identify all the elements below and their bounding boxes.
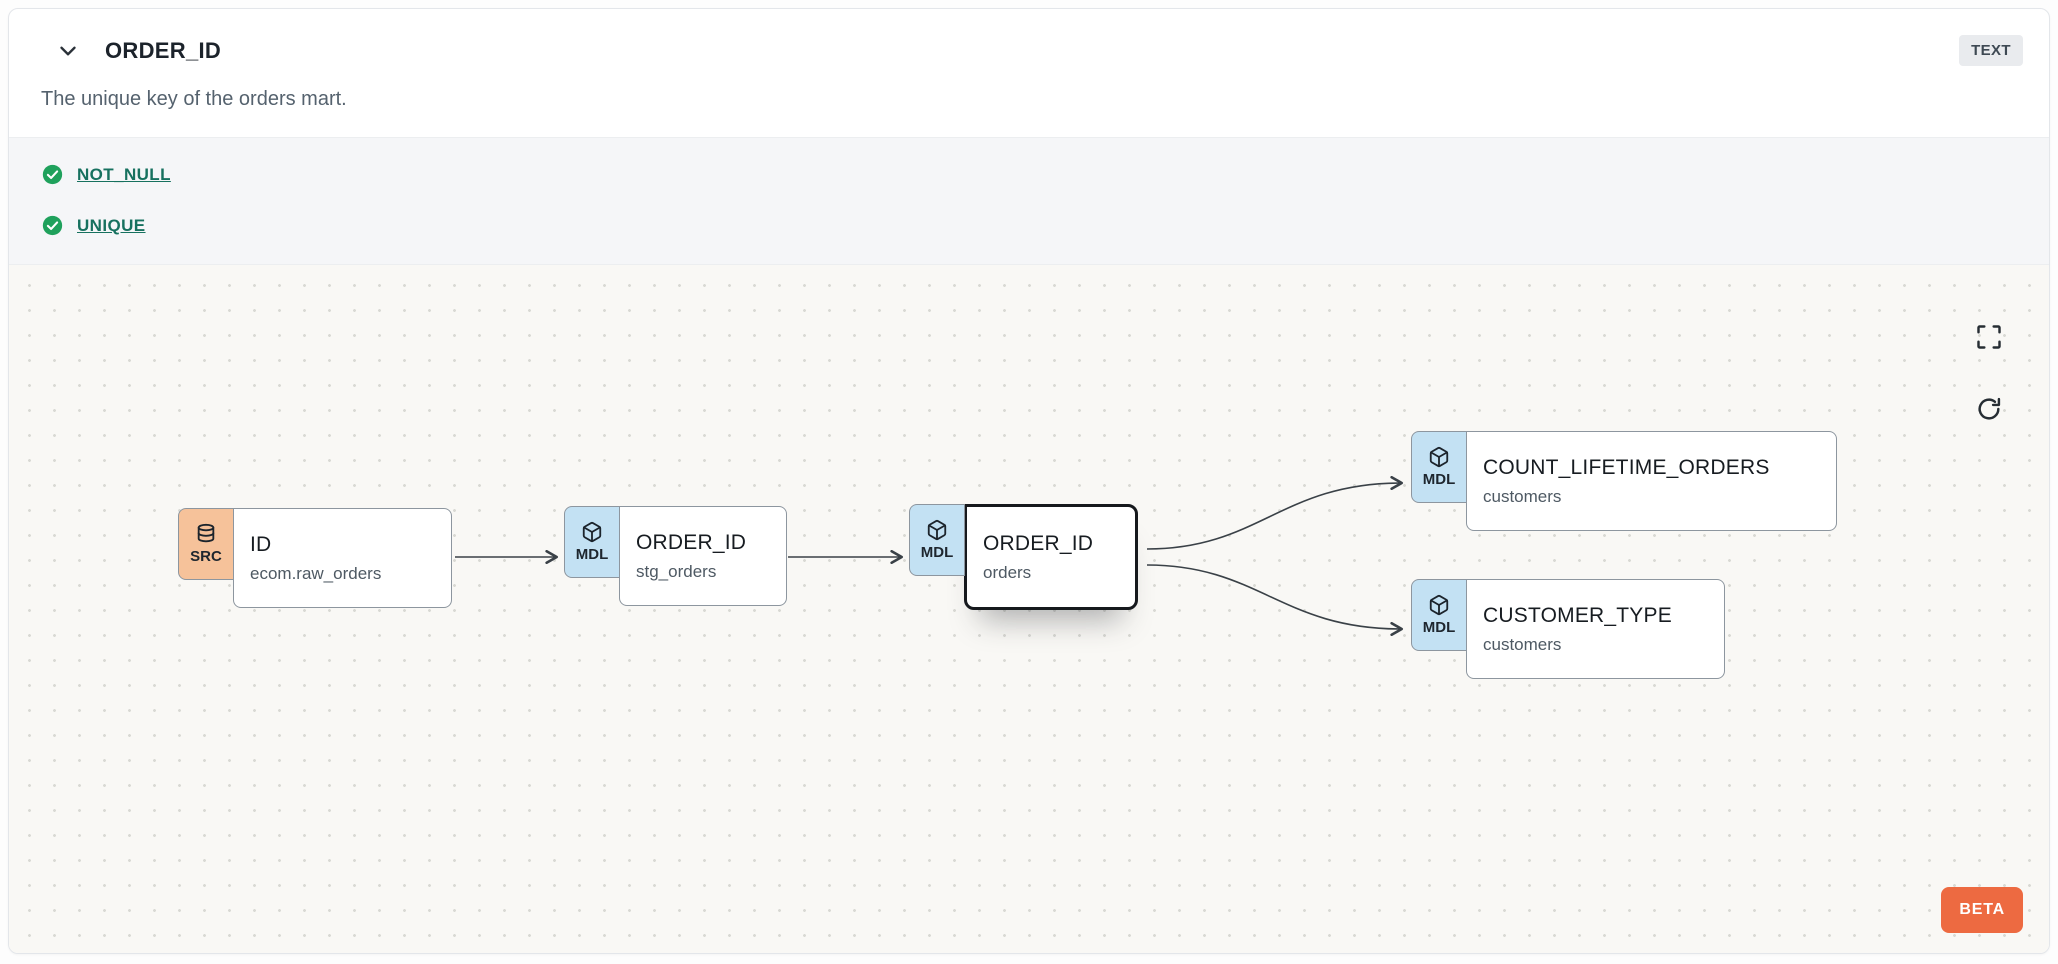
node-subtitle: customers [1483, 634, 1562, 654]
collapse-toggle[interactable] [53, 36, 83, 66]
test-pass-icon [42, 164, 63, 185]
node-subtitle: stg_orders [636, 561, 717, 581]
node-badge-label: MDL [1422, 471, 1456, 488]
lineage-node-stg-orders[interactable]: MDL ORDER_ID stg_orders [564, 506, 787, 606]
node-badge-mdl: MDL [1411, 431, 1467, 503]
header: ORDER_ID TEXT [9, 9, 2049, 66]
fullscreen-button[interactable] [1975, 323, 2003, 351]
beta-badge: BETA [1941, 887, 2023, 933]
node-badge-mdl: MDL [1411, 579, 1467, 651]
node-title: ORDER_ID [636, 530, 747, 554]
lineage-node-source-id[interactable]: SRC ID ecom.raw_orders [178, 508, 452, 608]
chevron-down-icon [60, 46, 76, 55]
node-card: CUSTOMER_TYPE customers [1466, 579, 1725, 679]
test-pass-icon [42, 215, 63, 236]
cube-icon [1429, 446, 1449, 468]
column-title: ORDER_ID [105, 37, 222, 63]
lineage-canvas[interactable]: SRC ID ecom.raw_orders MDL ORDER_ID stg_… [9, 264, 2049, 953]
cube-icon [1429, 594, 1449, 616]
lineage-node-count-lifetime-orders[interactable]: MDL COUNT_LIFETIME_ORDERS customers [1411, 431, 1837, 531]
node-card: ORDER_ID stg_orders [619, 506, 787, 606]
node-badge-mdl: MDL [564, 506, 620, 578]
column-detail-panel: ORDER_ID TEXT The unique key of the orde… [8, 8, 2050, 954]
node-badge-label: MDL [920, 544, 954, 561]
node-badge-label: SRC [190, 548, 222, 565]
refresh-button[interactable] [1975, 395, 2003, 423]
node-badge-label: MDL [575, 546, 609, 563]
node-badge-mdl: MDL [909, 504, 965, 576]
node-title: ID [250, 532, 272, 556]
node-badge-label: MDL [1422, 619, 1456, 636]
test-row: NOT_NULL [42, 164, 2023, 185]
test-link-not-null[interactable]: NOT_NULL [77, 164, 171, 184]
node-subtitle: orders [983, 562, 1032, 582]
node-title: COUNT_LIFETIME_ORDERS [1483, 455, 1770, 479]
node-card: ORDER_ID orders [964, 504, 1138, 610]
lineage-node-orders-selected[interactable]: MDL ORDER_ID orders [909, 504, 1138, 610]
test-link-unique[interactable]: UNIQUE [77, 215, 146, 235]
fullscreen-icon [1977, 325, 2001, 349]
refresh-icon [1978, 397, 2001, 420]
tests-panel: NOT_NULL UNIQUE [9, 137, 2049, 264]
test-row: UNIQUE [42, 215, 2023, 236]
column-description: The unique key of the orders mart. [41, 88, 347, 110]
lineage-node-customer-type[interactable]: MDL CUSTOMER_TYPE customers [1411, 579, 1725, 679]
lineage-edges [455, 475, 1404, 637]
database-icon [197, 523, 215, 543]
node-subtitle: customers [1483, 486, 1562, 506]
node-badge-src: SRC [178, 508, 234, 580]
node-title: CUSTOMER_TYPE [1483, 603, 1672, 627]
node-card: COUNT_LIFETIME_ORDERS customers [1466, 431, 1837, 531]
node-card: ID ecom.raw_orders [233, 508, 452, 608]
cube-icon [582, 521, 602, 543]
node-title: ORDER_ID [983, 531, 1094, 555]
column-type-badge: TEXT [1959, 35, 2023, 66]
cube-icon [927, 519, 947, 541]
node-subtitle: ecom.raw_orders [250, 563, 382, 583]
